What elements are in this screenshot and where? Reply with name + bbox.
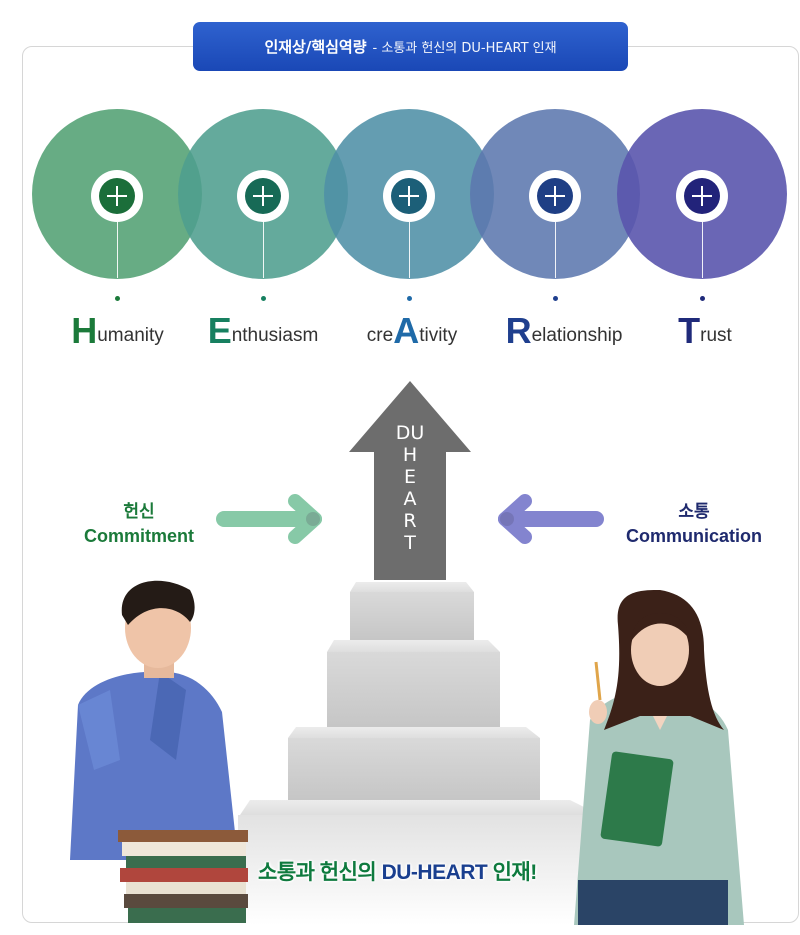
right-arrow-icon <box>216 494 322 544</box>
plus-icon <box>529 170 581 222</box>
competency-circles: Humanity Enthusiasm creAtivity Relations… <box>0 0 800 360</box>
arrow-letter: A <box>403 488 417 510</box>
commitment-ko: 헌신 <box>123 502 155 521</box>
competency-creativity: creAtivity <box>366 310 458 351</box>
arrow-letter: T <box>404 532 416 554</box>
connector-line <box>555 222 556 278</box>
competency-trust: Trust <box>678 310 732 351</box>
connector-line <box>409 222 410 278</box>
communication-label: 소통 Communication <box>614 497 774 547</box>
plus-icon <box>383 170 435 222</box>
commitment-en: Commitment <box>83 526 194 546</box>
step-top <box>350 582 474 592</box>
arrow-text: DU H E A R T <box>380 422 440 554</box>
connector-line <box>702 222 703 278</box>
step-top <box>240 800 600 815</box>
arrow-letter: R <box>403 510 417 532</box>
commitment-label: 헌신 Commitment <box>66 497 212 547</box>
bottom-caption: 소통과 헌신의 DU-HEART 인재! <box>258 856 537 886</box>
marker-dot <box>553 296 558 301</box>
competency-relationship: Relationship <box>505 310 623 351</box>
competency-humanity: Humanity <box>71 310 164 351</box>
header-tab: 인재상/핵심역량 - 소통과 헌신의 DU-HEART 인재 <box>193 22 628 71</box>
caption-part3: 인재! <box>487 861 538 884</box>
student-illustration <box>70 580 248 923</box>
competency-enthusiasm: Enthusiasm <box>207 310 319 351</box>
step-face <box>288 738 540 800</box>
step-face <box>350 592 474 640</box>
arrow-letter: D <box>395 422 411 444</box>
caption-part1: 소통과 헌신의 <box>258 861 382 884</box>
marker-dot <box>700 296 705 301</box>
arrow-letter: U <box>410 422 425 444</box>
arrow-letter: E <box>403 466 416 488</box>
arrow-letter: H <box>402 444 418 466</box>
communication-ko: 소통 <box>678 502 710 521</box>
plus-icon <box>91 170 143 222</box>
plus-icon <box>237 170 289 222</box>
communication-en: Communication <box>625 526 762 546</box>
marker-dot <box>115 296 120 301</box>
header-title: 인재상/핵심역량 <box>264 38 367 56</box>
left-arrow-icon <box>498 494 604 544</box>
connector-line <box>263 222 264 278</box>
step-top <box>288 727 540 738</box>
step-base <box>238 815 602 925</box>
step-face <box>327 652 500 727</box>
header-subtitle: - 소통과 헌신의 DU-HEART 인재 <box>372 41 557 56</box>
student-illustration <box>574 590 744 925</box>
caption-part2: DU-HEART <box>381 861 488 884</box>
plus-icon <box>676 170 728 222</box>
marker-dot <box>261 296 266 301</box>
step-top <box>327 640 500 652</box>
up-arrow <box>349 381 471 580</box>
marker-dot <box>407 296 412 301</box>
connector-line <box>117 222 118 278</box>
